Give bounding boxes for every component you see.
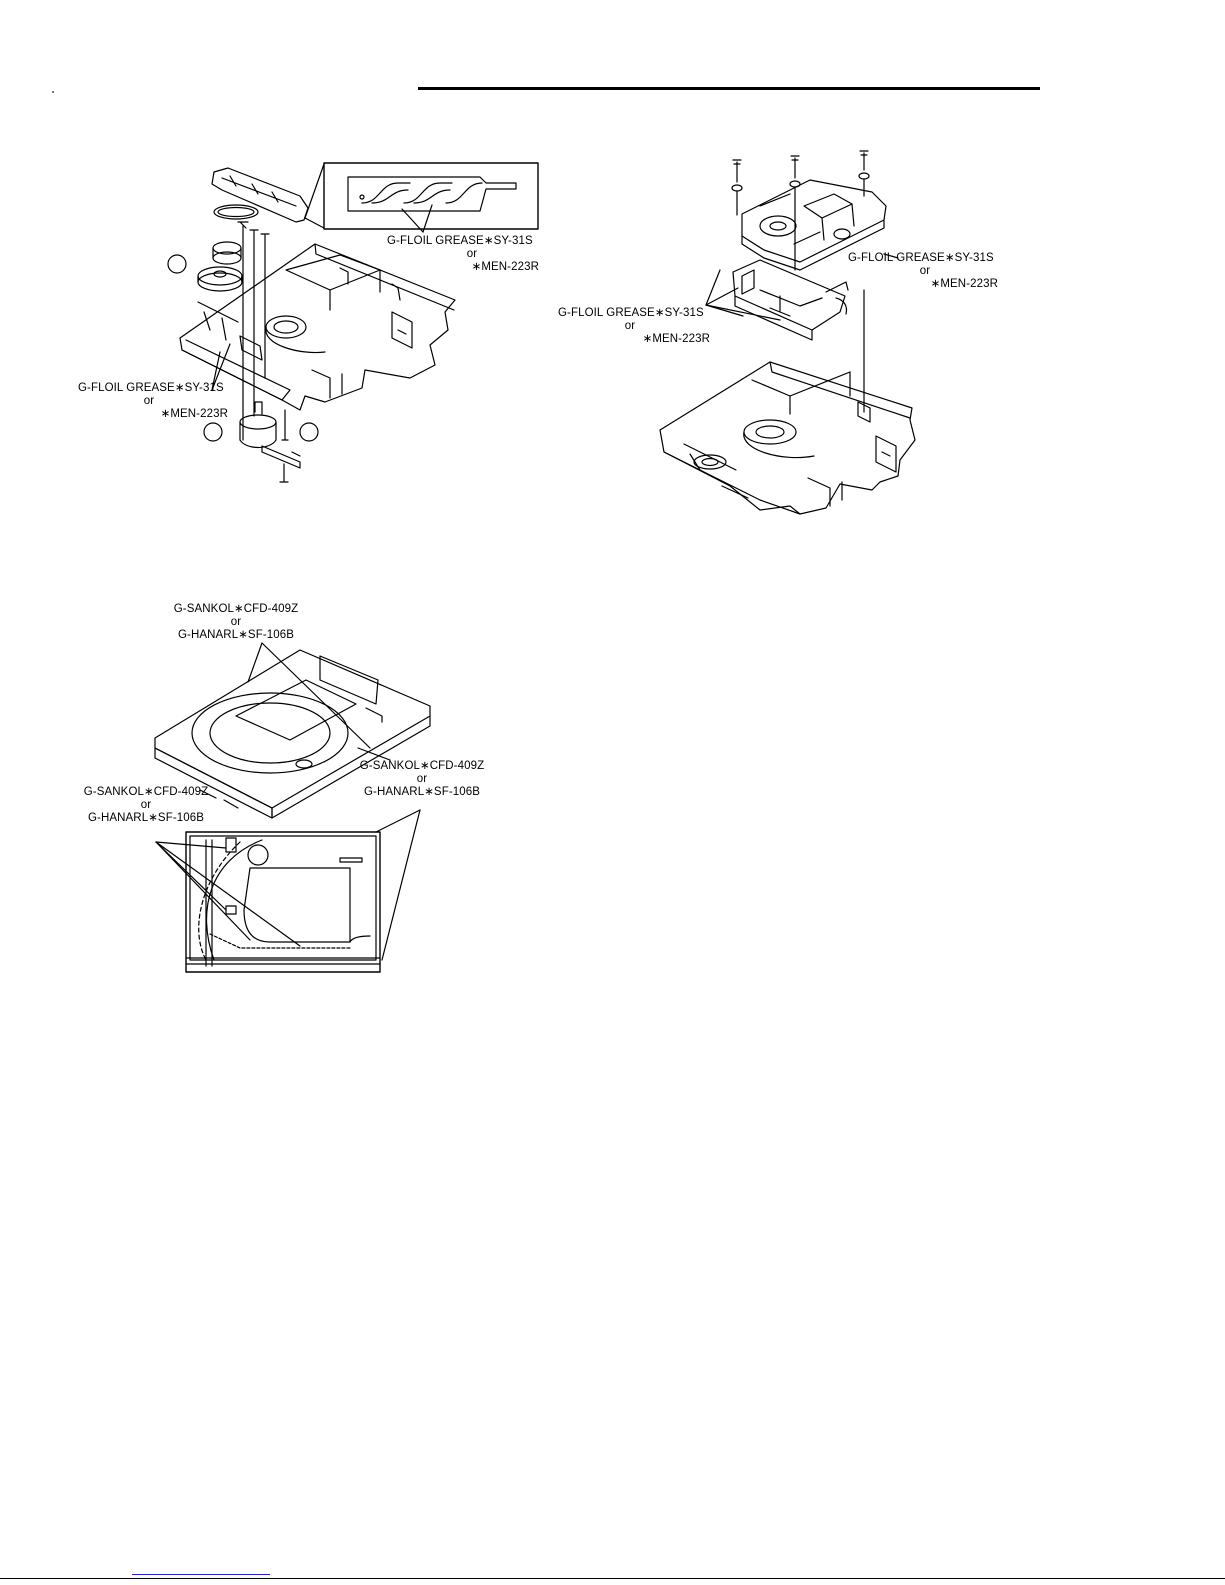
label-line: G-HANARL∗SF-106B <box>78 812 214 825</box>
label-line: G-FLOIL GREASE∗SY-31S <box>387 235 539 248</box>
fig2-right-grease-label: G-FLOIL GREASE∗SY-31S or ∗MEN-223R <box>848 252 998 291</box>
label-line: ∗MEN-223R <box>848 278 998 291</box>
label-line: or <box>558 320 710 333</box>
label-line: G-HANARL∗SF-106B <box>168 629 304 642</box>
figure-1-cd-mechanism-gear-motor <box>168 163 538 482</box>
label-line: ∗MEN-223R <box>387 261 539 274</box>
label-line: or <box>848 265 998 278</box>
label-line: or <box>78 799 214 812</box>
label-line: or <box>168 616 304 629</box>
label-line: ∗MEN-223R <box>558 333 710 346</box>
fig3-right-grease-label: G-SANKOL∗CFD-409Z or G-HANARL∗SF-106B <box>354 760 490 799</box>
label-line: G-FLOIL GREASE∗SY-31S <box>848 252 998 265</box>
fig2-left-grease-label: G-FLOIL GREASE∗SY-31S or ∗MEN-223R <box>558 307 710 346</box>
label-line: G-FLOIL GREASE∗SY-31S <box>558 307 710 320</box>
fig1-left-grease-label: G-FLOIL GREASE∗SY-31S or ∗MEN-223R <box>78 382 228 421</box>
fig3-left-grease-label: G-SANKOL∗CFD-409Z or G-HANARL∗SF-106B <box>78 786 214 825</box>
label-line: G-HANARL∗SF-106B <box>354 786 490 799</box>
label-line: ∗MEN-223R <box>78 408 228 421</box>
label-line: G-FLOIL GREASE∗SY-31S <box>78 382 228 395</box>
label-line: G-SANKOL∗CFD-409Z <box>78 786 214 799</box>
label-line: or <box>78 395 228 408</box>
label-line: G-SANKOL∗CFD-409Z <box>168 603 304 616</box>
label-line: or <box>387 248 539 261</box>
label-line: or <box>354 773 490 786</box>
footer-rule <box>0 1578 1225 1579</box>
footer-link-underline[interactable] <box>132 1574 270 1575</box>
fig3-top-grease-label: G-SANKOL∗CFD-409Z or G-HANARL∗SF-106B <box>168 603 304 642</box>
label-line: G-SANKOL∗CFD-409Z <box>354 760 490 773</box>
fig1-top-grease-label: G-FLOIL GREASE∗SY-31S or ∗MEN-223R <box>387 235 539 274</box>
